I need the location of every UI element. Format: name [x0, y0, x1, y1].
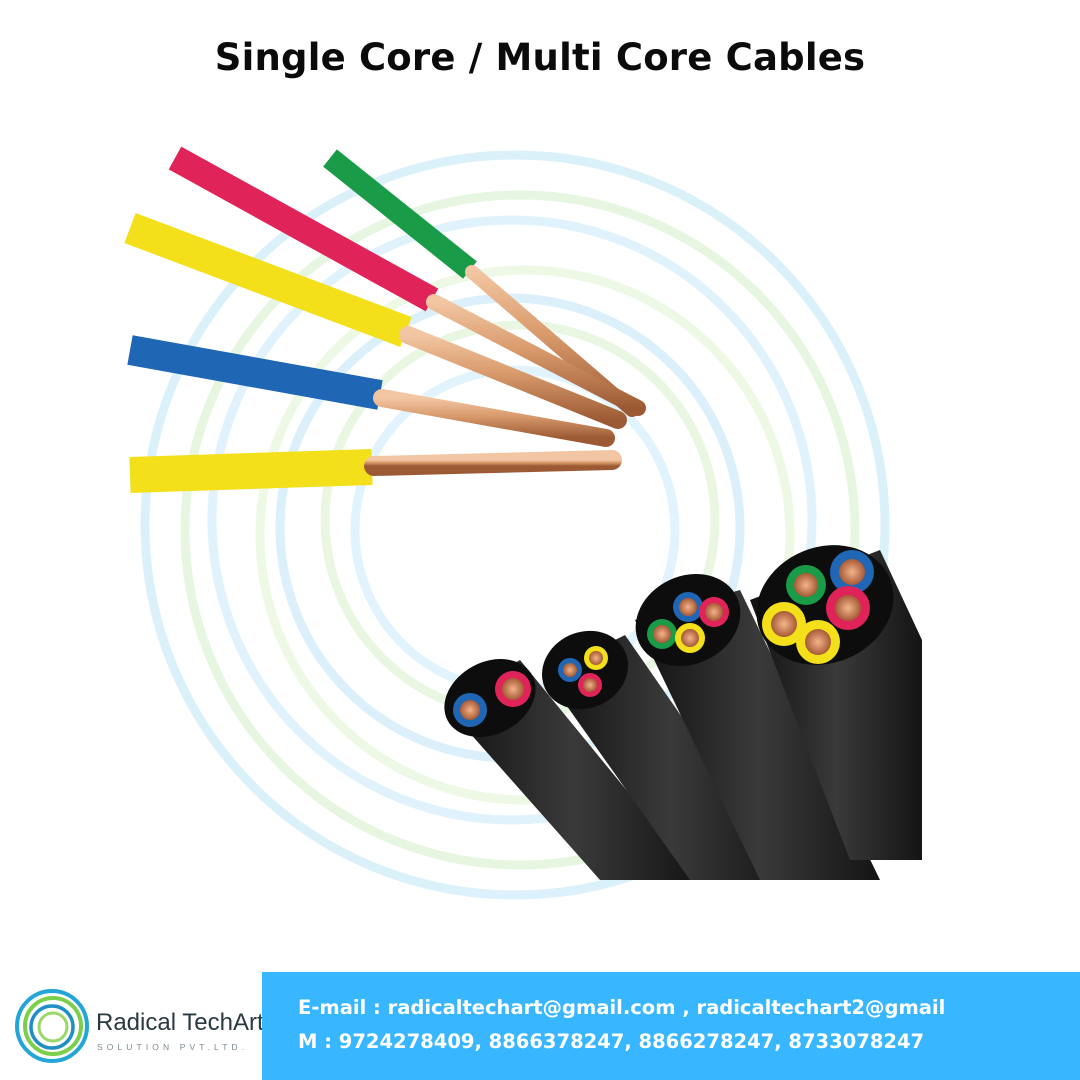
- multi-core-cables: [444, 545, 922, 880]
- contact-bar: E-mail : radicaltechart@gmail.com , radi…: [262, 972, 1080, 1080]
- brand-tagline: SOLUTION PVT.LTD.: [97, 1042, 249, 1052]
- email-text: E-mail : radicaltechart@gmail.com , radi…: [298, 996, 946, 1019]
- phone-text: M : 9724278409, 8866378247, 8866278247, …: [298, 1030, 925, 1053]
- page-title: Single Core / Multi Core Cables: [214, 36, 866, 79]
- brand-name: Radical TechArt: [96, 1009, 264, 1036]
- brand-block: [0, 972, 262, 1080]
- single-core-wires: [124, 146, 646, 493]
- background-swirl-rings: [140, 150, 890, 900]
- concentric-rings-logo-icon: [15, 989, 89, 1063]
